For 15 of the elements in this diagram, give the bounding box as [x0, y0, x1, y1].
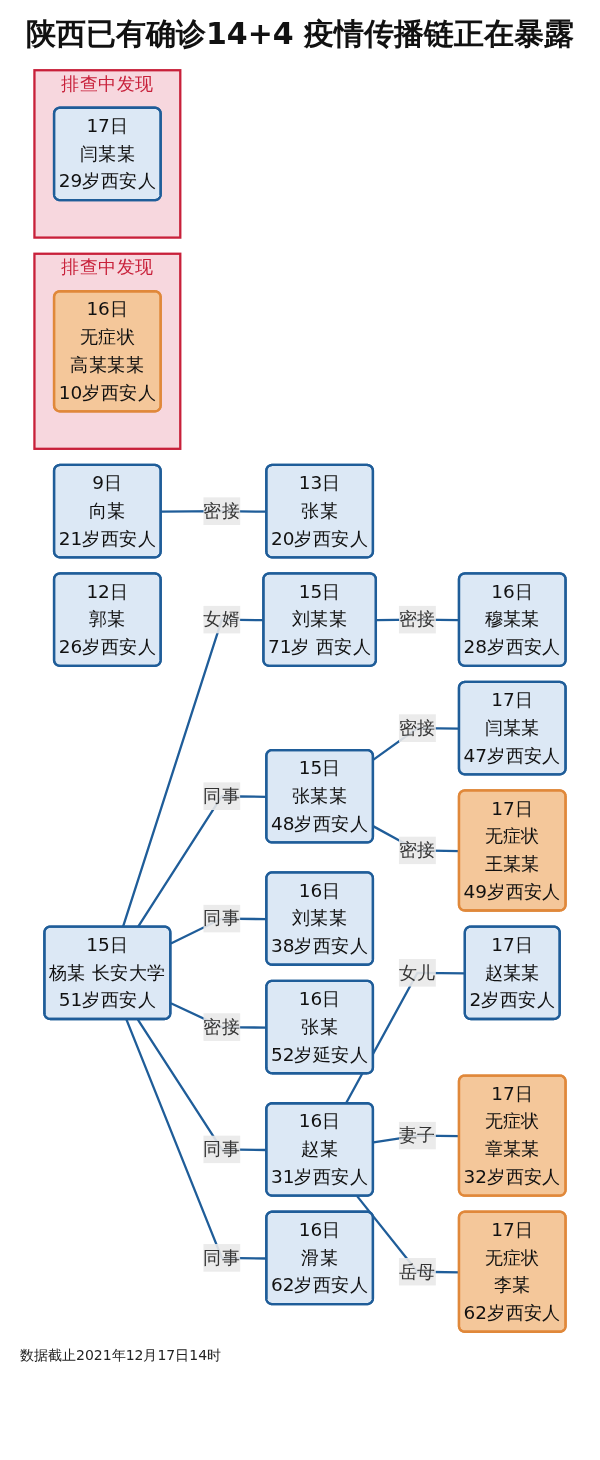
edge-label: 同事: [203, 784, 241, 807]
edge-label: 岳母: [398, 1260, 436, 1283]
edge-label: 女儿: [398, 961, 436, 984]
edge-label: 密接: [203, 499, 241, 522]
edge-label: 密接: [398, 838, 436, 861]
data-note: 数据截止2021年12月17日14时: [20, 1347, 223, 1365]
edge-label: 密接: [398, 716, 436, 739]
edge-label: 同事: [203, 907, 241, 929]
edge-label: 同事: [203, 1137, 241, 1160]
edge-label: 妻子: [398, 1124, 436, 1146]
edge-label: 密接: [398, 608, 436, 631]
edge-label: 同事: [203, 1246, 241, 1269]
title: 陕西已有确诊14+4 疫情传播链正在暴露: [24, 15, 576, 53]
edge-label: 女婿: [203, 608, 241, 631]
edge-label: 密接: [203, 1015, 241, 1038]
